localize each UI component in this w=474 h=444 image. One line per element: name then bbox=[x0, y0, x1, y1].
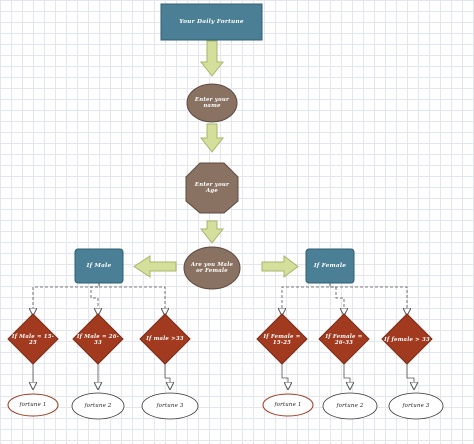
connector-male-to-over-33 bbox=[99, 286, 165, 312]
female-over-33-diamond bbox=[381, 313, 433, 365]
male-fortune-1-oval bbox=[7, 393, 59, 417]
block-arrows bbox=[133, 40, 299, 278]
if-female-box bbox=[305, 248, 355, 284]
arrow-down-1 bbox=[199, 40, 225, 77]
connector-female-15-25-to-fortune-1 bbox=[281, 364, 288, 386]
arrow-left bbox=[133, 255, 177, 278]
enter-name-oval bbox=[186, 83, 238, 123]
female-fortune-1-oval bbox=[262, 393, 314, 417]
connector-female-to-15-25 bbox=[282, 283, 331, 312]
enter-age-octagon bbox=[185, 162, 239, 214]
connector-male-to-15-25 bbox=[33, 283, 100, 312]
arrow-right bbox=[261, 255, 299, 278]
female-fortune-2-oval bbox=[322, 392, 378, 420]
arrow-down-3 bbox=[199, 220, 225, 244]
connector-female-to-over-33 bbox=[330, 286, 407, 312]
female-15-25-diamond bbox=[256, 313, 308, 365]
male-26-33-diamond bbox=[72, 313, 124, 365]
connector-male-over-33-to-fortune-3 bbox=[164, 364, 170, 386]
connector-female-26-33-to-fortune-2 bbox=[343, 364, 350, 386]
connector-male-to-26-33 bbox=[90, 283, 99, 312]
female-26-33-diamond bbox=[318, 313, 370, 365]
male-fortune-3-oval bbox=[141, 392, 199, 420]
connector-female-to-26-33 bbox=[329, 283, 344, 312]
male-over-33-diamond bbox=[139, 313, 191, 365]
male-fortune-2-oval bbox=[71, 392, 125, 420]
male-female-question-oval bbox=[183, 246, 241, 290]
decision-diamonds bbox=[7, 313, 433, 365]
male-15-25-diamond bbox=[7, 313, 59, 365]
title-box bbox=[160, 3, 263, 41]
if-male-box bbox=[74, 248, 124, 284]
connector-female-over-33-to-fortune-3 bbox=[406, 364, 414, 386]
female-fortune-3-oval bbox=[388, 392, 444, 420]
arrow-down-2 bbox=[199, 123, 225, 153]
